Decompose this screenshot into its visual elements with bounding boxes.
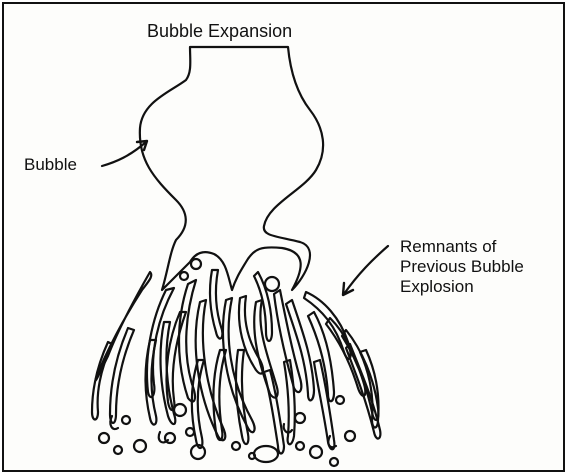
bubble-outline bbox=[140, 47, 323, 290]
explosion-remnants bbox=[92, 259, 380, 466]
remnants-arrow bbox=[343, 246, 388, 295]
